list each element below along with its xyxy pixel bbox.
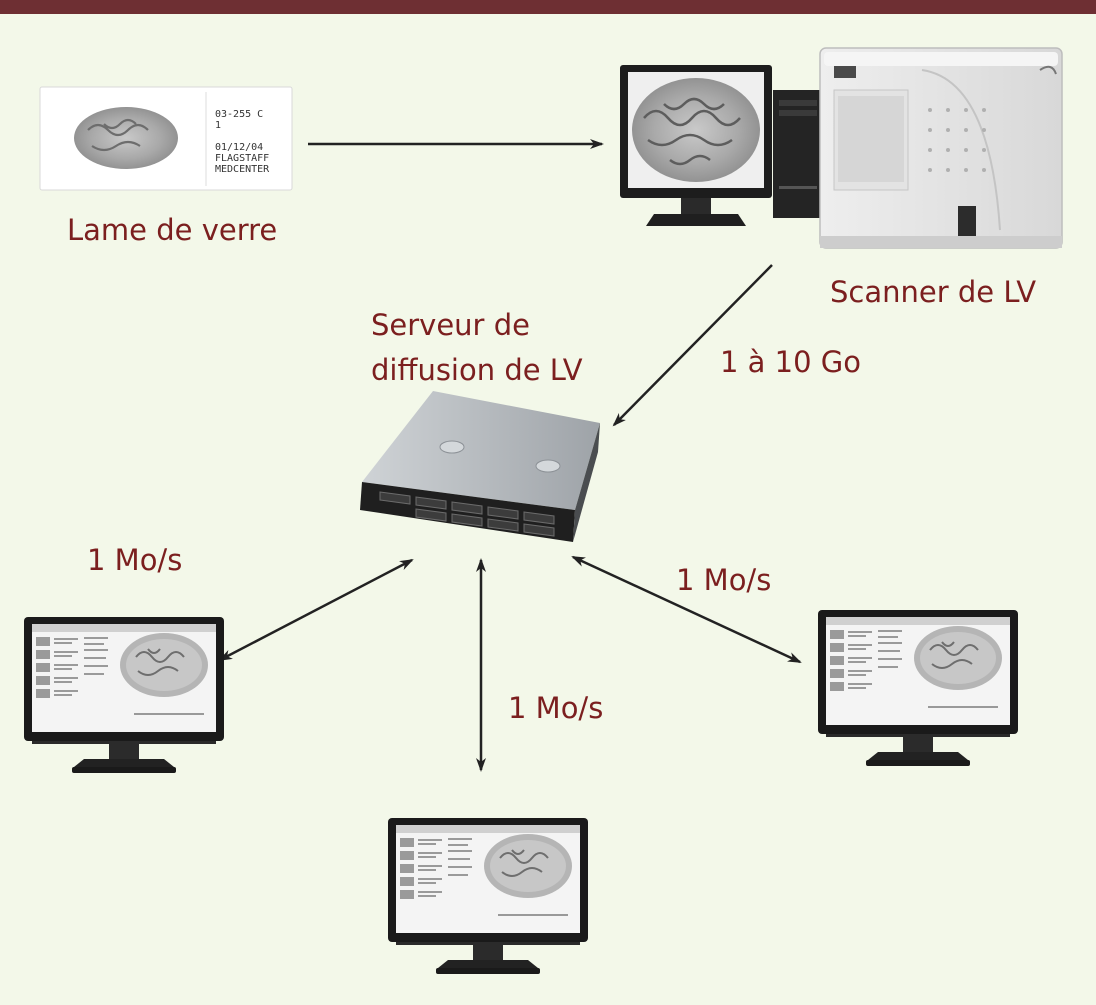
slide-scanner-icon: [620, 47, 1063, 249]
left-link-bandwidth: 1 Mo/s: [87, 543, 183, 577]
slide-label-line: FLAGSTAFF: [215, 153, 270, 164]
glass-slide-icon: [39, 86, 293, 191]
slide-label-line: MEDCENTER: [215, 164, 270, 175]
viewer-monitor-icon-right: [818, 610, 1018, 767]
right-link-bandwidth: 1 Mo/s: [676, 563, 772, 597]
slide-label-line: 01/12/04: [215, 142, 264, 153]
viewer-monitor-icon-bottom: [388, 818, 588, 975]
glass-slide-label: Lame de verre: [67, 213, 278, 247]
header-bar: [0, 0, 1096, 14]
scanner-to-server-bandwidth: 1 à 10 Go: [720, 345, 861, 379]
server-to-left-client-arrow: [218, 558, 414, 662]
server-label-line1: Serveur de: [371, 308, 530, 342]
slide-label-line: 03-255 C: [215, 109, 264, 120]
viewer-monitor-icon-left: [24, 617, 224, 774]
rack-server-icon: [360, 391, 600, 542]
server-label-line2: diffusion de LV: [371, 353, 583, 387]
scanner-to-server-arrow: [612, 264, 773, 427]
bottom-link-bandwidth: 1 Mo/s: [508, 691, 604, 725]
server-to-right-client-arrow: [571, 555, 802, 664]
scanner-label: Scanner de LV: [830, 275, 1037, 309]
slide-label-line: 1: [215, 120, 258, 131]
